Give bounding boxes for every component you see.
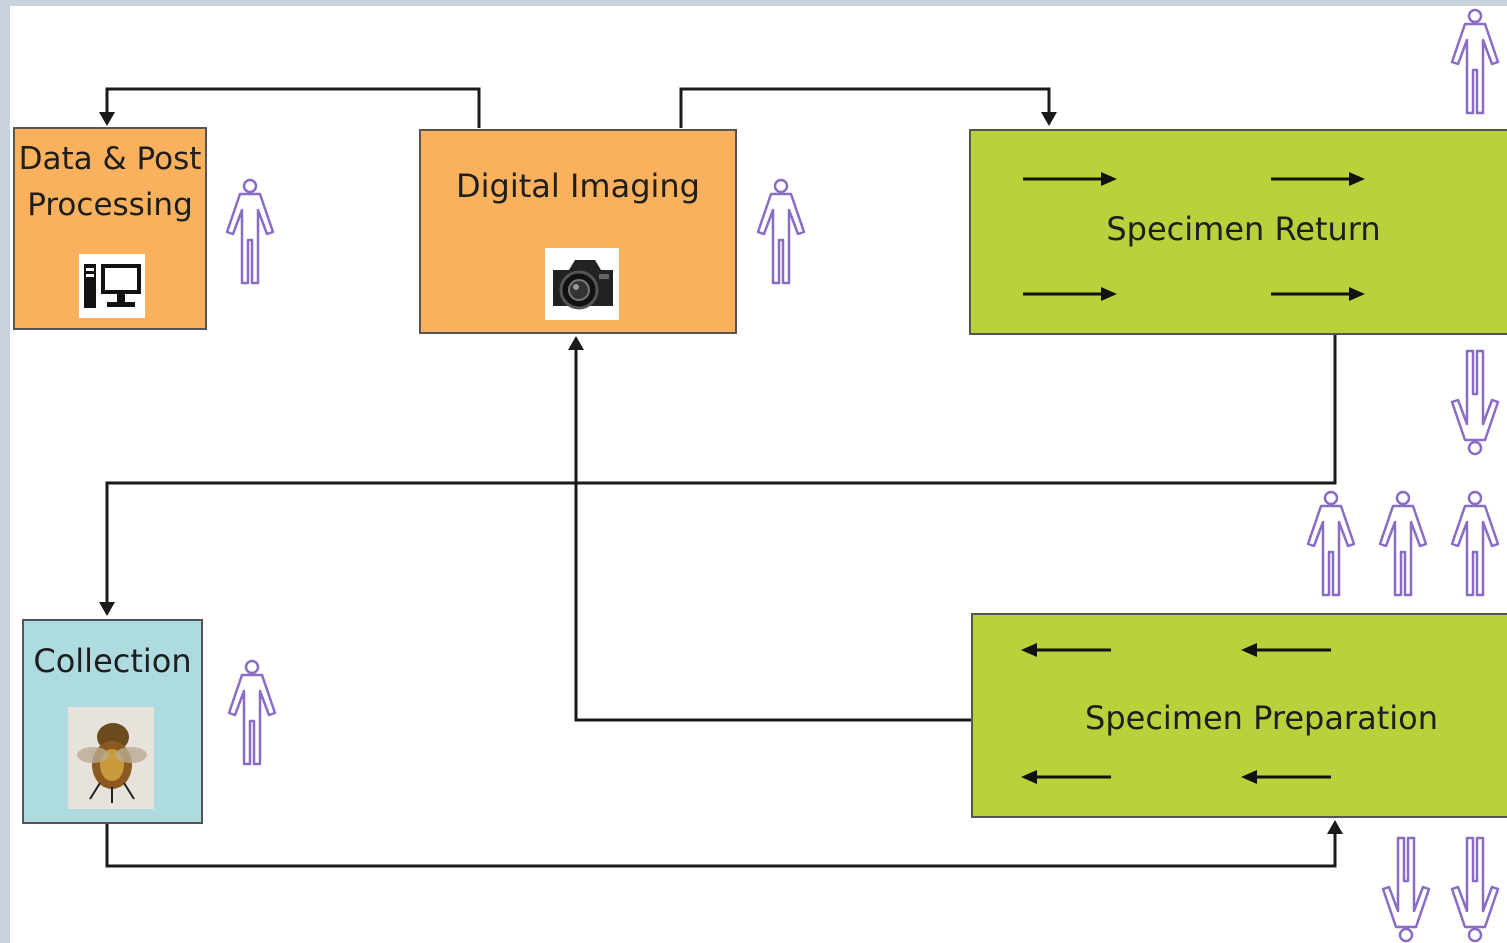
node-label: Digital Imaging — [456, 167, 700, 205]
node-label: Collection — [33, 642, 192, 680]
person-icon — [1306, 490, 1356, 597]
node-specimen-return: Specimen Return — [969, 129, 1507, 335]
arrow-return-to-collection — [105, 335, 1337, 612]
computer-icon — [79, 254, 145, 318]
node-collection: Collection — [22, 619, 203, 824]
arrowhead — [99, 602, 115, 616]
arrowhead — [568, 336, 584, 350]
direction-arrows — [1023, 172, 1365, 301]
camera-icon — [545, 248, 619, 320]
node-label: Specimen Return — [1106, 210, 1381, 248]
person-icon — [227, 659, 277, 766]
node-label-line1: Data & Post — [18, 141, 202, 177]
person-icon — [1450, 349, 1500, 456]
arrowhead — [1327, 820, 1343, 834]
person-icon — [1450, 836, 1500, 943]
arrow-preparation-to-imaging — [574, 342, 971, 722]
node-specimen-preparation: Specimen Preparation — [971, 613, 1507, 818]
person-icon — [1381, 836, 1431, 943]
node-label: Specimen Preparation — [1085, 699, 1438, 737]
node-digital-imaging: Digital Imaging — [419, 129, 737, 334]
arrow-imaging-to-return — [679, 87, 1051, 128]
person-icon — [225, 178, 275, 285]
arrowhead — [1041, 112, 1057, 126]
node-label-line2: Processing — [27, 187, 193, 223]
arrow-collection-to-preparation — [105, 824, 1337, 868]
bee-specimen-icon — [68, 707, 154, 809]
person-icon — [1378, 490, 1428, 597]
person-icon — [756, 178, 806, 285]
arrow-imaging-to-data — [105, 87, 481, 128]
person-icon — [1450, 8, 1500, 115]
direction-arrows — [1021, 643, 1331, 784]
person-icon — [1450, 490, 1500, 597]
arrowhead — [99, 112, 115, 126]
node-data-post-processing: Data & Post Processing — [13, 127, 207, 330]
